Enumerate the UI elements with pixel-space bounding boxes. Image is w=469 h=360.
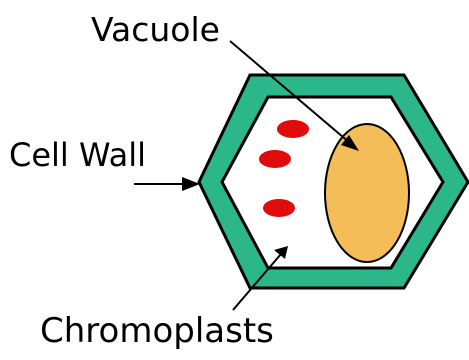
vacuole-label: Vacuole: [91, 10, 220, 49]
chromoplasts-label: Chromoplasts: [40, 311, 274, 351]
cell-wall-arrowhead: [182, 177, 200, 191]
cell-wall-label: Cell Wall: [9, 136, 146, 174]
chromoplast: [278, 121, 308, 137]
chromoplast: [264, 200, 294, 216]
vacuole: [325, 124, 409, 262]
chromoplast: [260, 151, 290, 167]
chromoplasts-arrowhead: [274, 246, 288, 259]
